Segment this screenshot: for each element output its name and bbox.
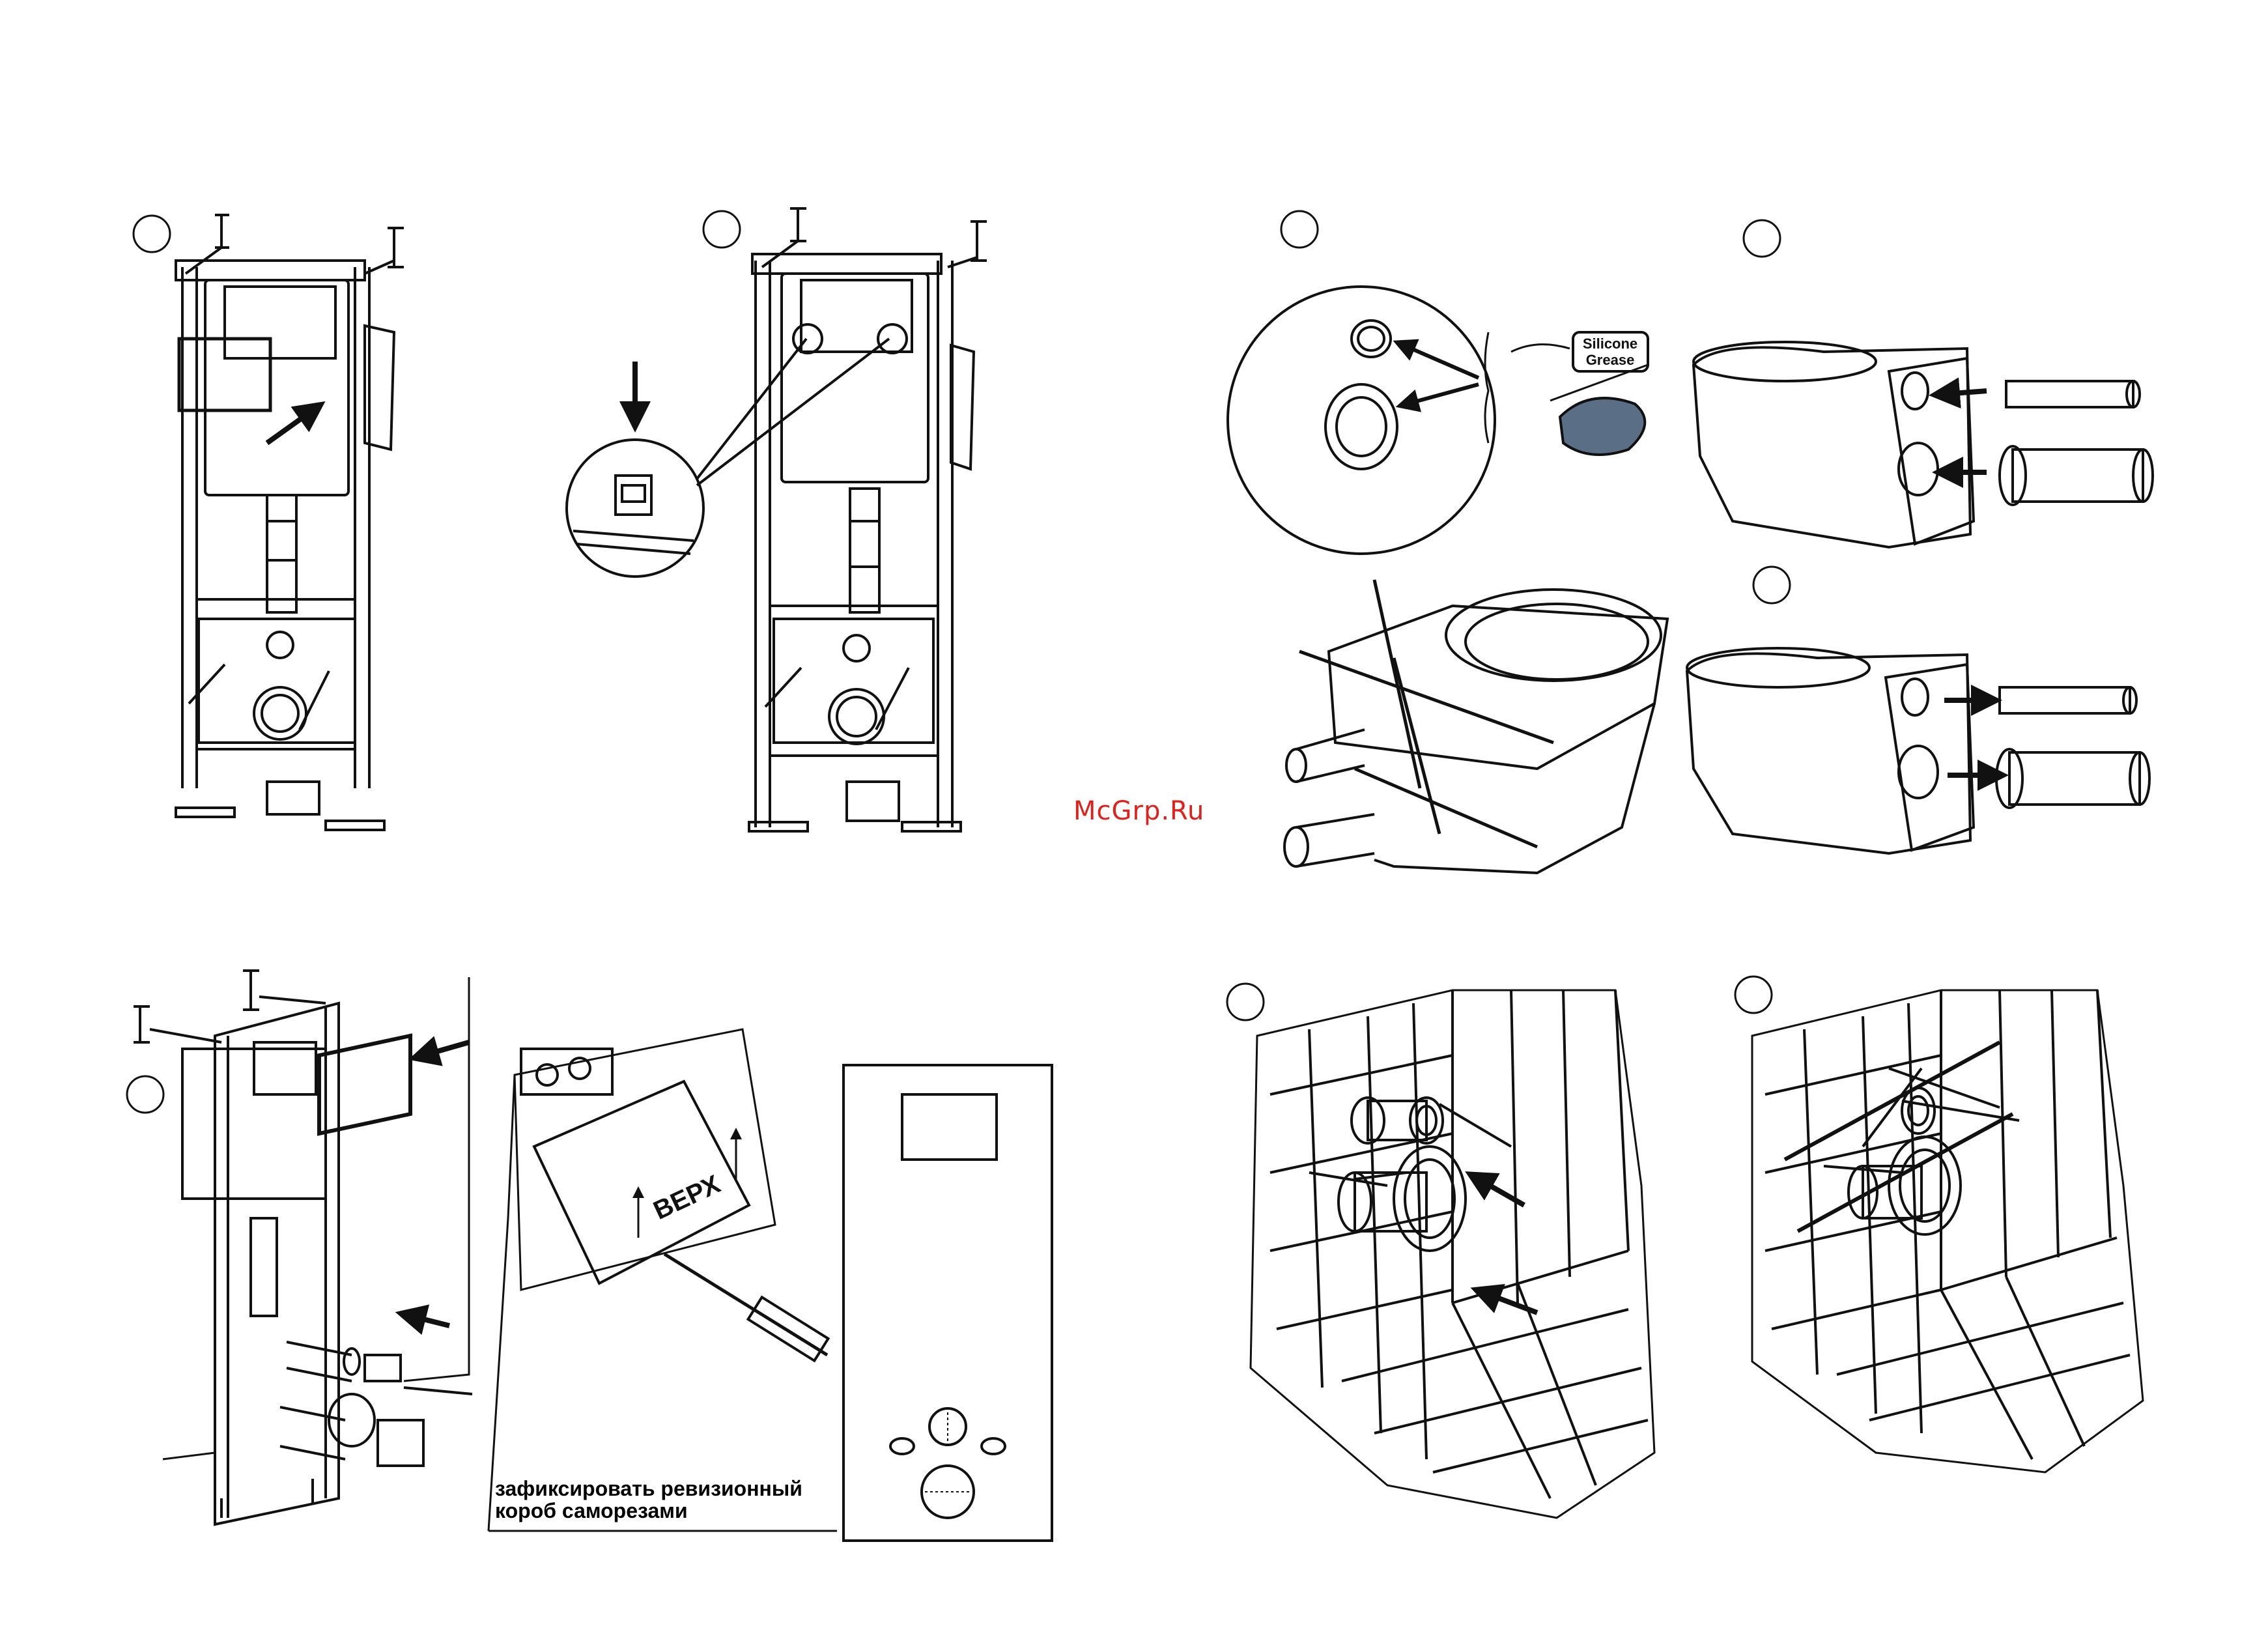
step-8-marker bbox=[1735, 977, 1772, 1013]
step-7-figure bbox=[1227, 984, 1654, 1518]
flush-panel-figure bbox=[843, 1065, 1052, 1541]
silicone-label: Silicone bbox=[1583, 335, 1637, 352]
step-5-figure bbox=[1687, 567, 2149, 853]
step-3-figure: Silicone Grease bbox=[1228, 211, 1648, 554]
grease-bag-icon bbox=[1560, 398, 1645, 455]
step-2-marker bbox=[703, 211, 740, 248]
step-4-marker bbox=[1744, 220, 1780, 257]
step-2-figure bbox=[567, 208, 987, 831]
step-6-marker bbox=[127, 1076, 163, 1113]
step-1-figure bbox=[134, 215, 404, 830]
fix-box-caption: зафиксировать ревизионный короб самореза… bbox=[495, 1477, 802, 1522]
step-8-figure bbox=[1735, 977, 2143, 1472]
box-detail-figure: ВЕРХ bbox=[489, 1029, 837, 1531]
step-7-marker bbox=[1227, 984, 1264, 1020]
caption-line-2: короб саморезами bbox=[495, 1500, 802, 1522]
bowl-rods-figure bbox=[1284, 580, 1667, 873]
step-4-figure bbox=[1694, 220, 2153, 547]
step-1-marker bbox=[134, 216, 170, 252]
watermark-text: McGrp.Ru bbox=[1073, 796, 1204, 826]
step-5-marker bbox=[1753, 567, 1790, 603]
step-6-figure bbox=[127, 971, 472, 1524]
step-3-marker bbox=[1281, 211, 1318, 248]
box-top-label: ВЕРХ bbox=[649, 1169, 725, 1225]
grease-label: Grease bbox=[1586, 352, 1635, 368]
caption-line-1: зафиксировать ревизионный bbox=[495, 1477, 802, 1500]
